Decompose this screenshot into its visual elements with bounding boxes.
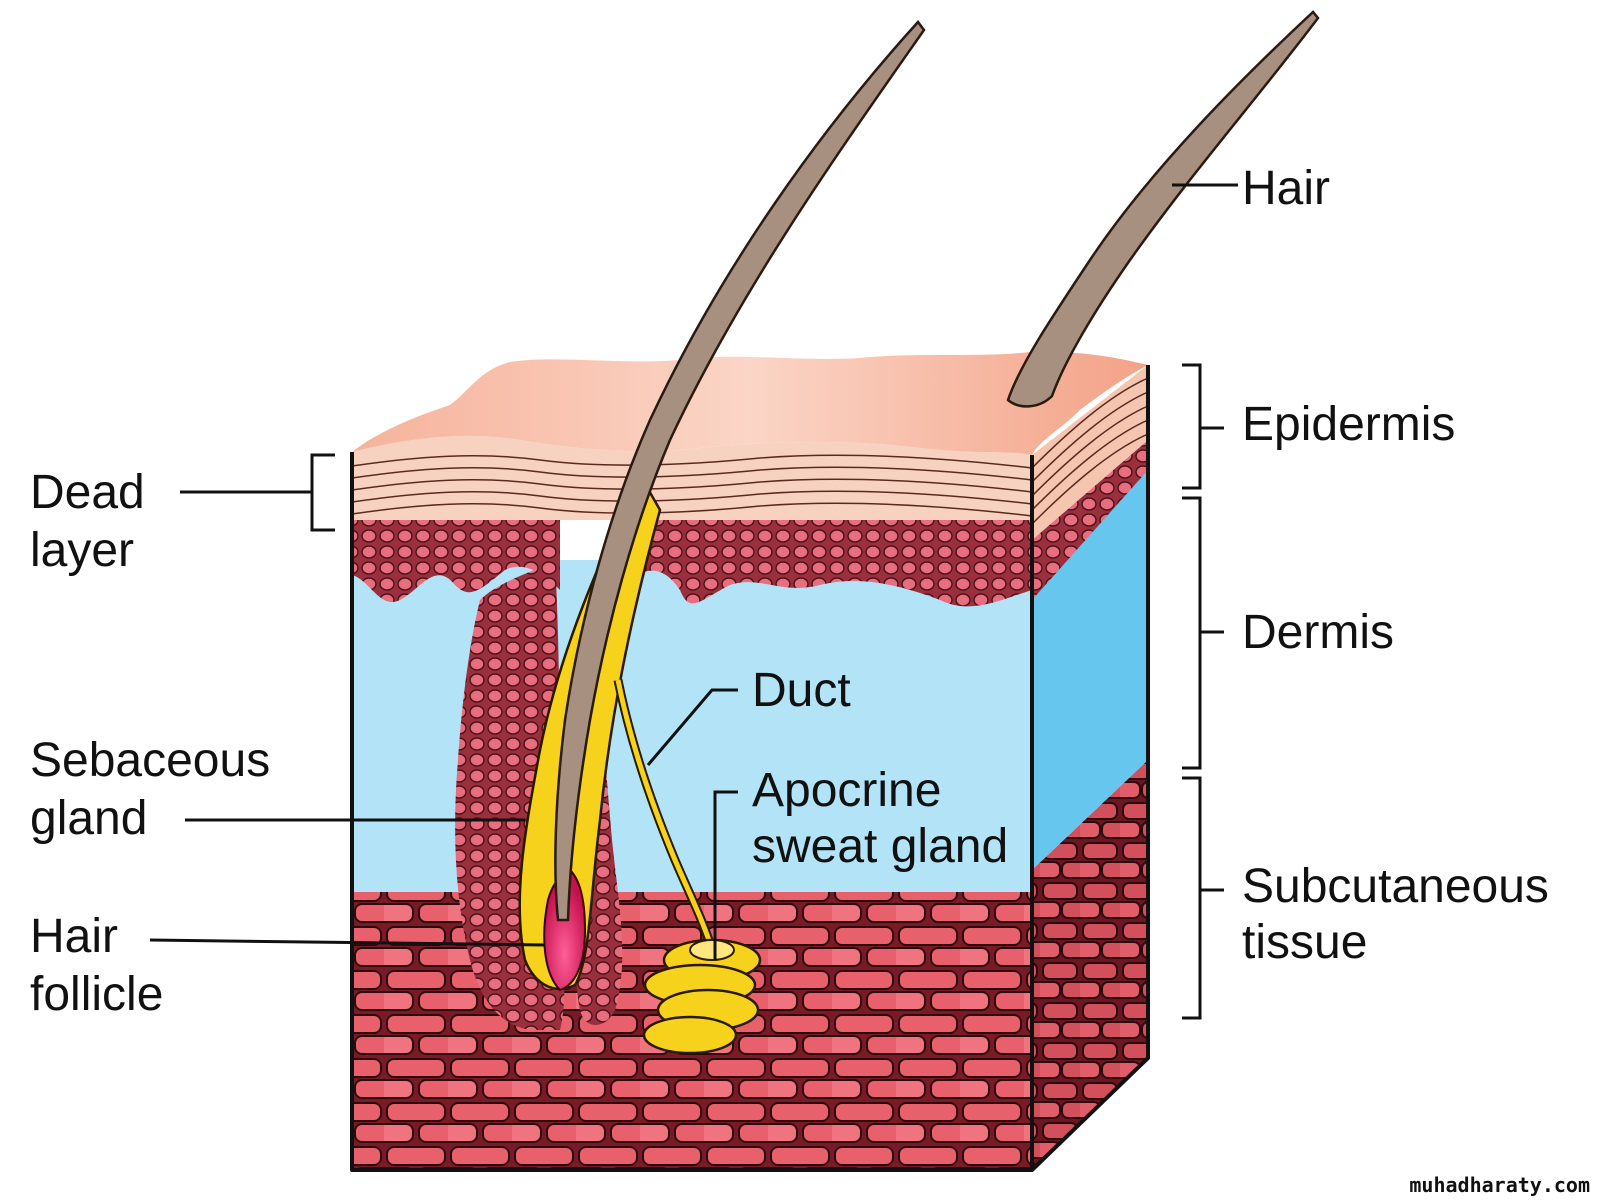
subcutaneous-label-line1: Subcutaneous xyxy=(1242,860,1549,913)
apocrine-leader xyxy=(713,790,738,960)
epidermis-bracket xyxy=(1182,363,1224,490)
subcutaneous-label-line2: tissue xyxy=(1242,916,1367,969)
apocrine-label-line2: sweat gland xyxy=(752,820,1008,873)
dermis-label: Dermis xyxy=(1242,606,1394,659)
leader-lines xyxy=(149,183,1238,1020)
follicle-label-line1: Hair xyxy=(30,910,118,963)
follicle-leader xyxy=(149,938,546,947)
hair-shafts xyxy=(554,10,1320,922)
apocrine-label-line1: Apocrine xyxy=(752,764,941,817)
apocrine-sweat-gland xyxy=(642,938,762,1055)
dead-layer xyxy=(351,435,1033,520)
basal-cell-layer xyxy=(352,510,1032,607)
sebaceous-label-line1: Sebaceous xyxy=(30,734,270,787)
side-face xyxy=(1031,365,1149,1170)
subcutaneous-bracket xyxy=(1182,776,1224,1020)
hair-label: Hair xyxy=(1242,162,1330,215)
follicle-label-line2: follicle xyxy=(30,968,163,1021)
block-outline xyxy=(350,365,1150,1172)
epidermis-label: Epidermis xyxy=(1242,398,1455,451)
dead-layer-bracket xyxy=(180,453,335,532)
dermis-bracket xyxy=(1182,496,1224,770)
watermark: muhadharaty.com xyxy=(1409,1173,1590,1197)
sebaceous-label-line2: gland xyxy=(30,792,147,845)
dead-layer-label-line2: layer xyxy=(30,524,134,577)
duct-label: Duct xyxy=(752,664,851,717)
duct-leader xyxy=(646,688,738,766)
dead-layer-label-line1: Dead xyxy=(30,466,145,519)
sweat-duct xyxy=(613,679,717,952)
skin-surface xyxy=(352,351,1148,455)
